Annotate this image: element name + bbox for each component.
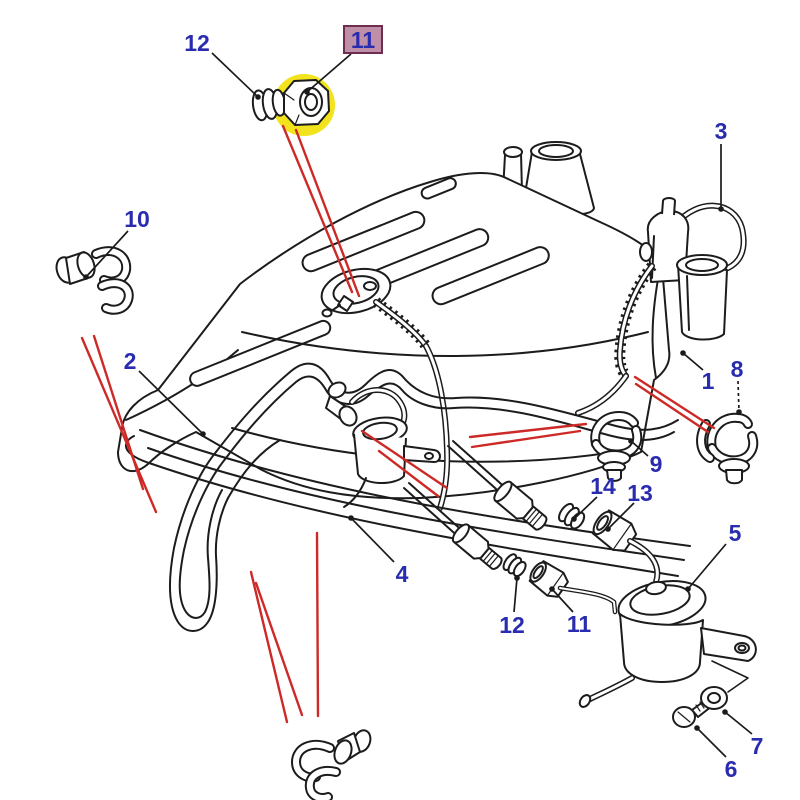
callout-3[interactable]: 3	[715, 118, 728, 144]
leader-line-1	[682, 352, 704, 371]
leader-dot-2	[200, 431, 206, 437]
red-indicator-line	[377, 449, 440, 498]
leader-line-13	[607, 502, 635, 530]
callout-2[interactable]: 2	[124, 348, 137, 374]
leader-dot-12-top	[255, 94, 261, 100]
leader-dot-11-top	[304, 89, 310, 95]
washer	[700, 686, 728, 710]
olive-12	[502, 553, 527, 578]
inline-fuel-pump	[325, 381, 441, 508]
callout-10[interactable]: 10	[124, 206, 150, 232]
red-indicator-line	[360, 429, 449, 490]
callout-12-bottom[interactable]: 12	[499, 612, 525, 638]
olive-14	[558, 502, 586, 530]
leader-dot-6	[694, 725, 700, 731]
callout-6[interactable]: 6	[725, 756, 738, 782]
filter-bracket	[700, 627, 757, 693]
pipe-clip-left	[55, 246, 134, 315]
tank-ribs	[189, 177, 550, 387]
pipe-union-lower	[451, 523, 503, 570]
leader-line-11-bottom	[551, 588, 574, 613]
leader-dot-13	[605, 526, 611, 532]
callout-4[interactable]: 4	[396, 561, 409, 587]
leader-dot-4	[348, 515, 354, 521]
leader-dot-1	[680, 350, 686, 356]
red-indicator-line	[468, 422, 588, 439]
callout-12-top[interactable]: 12	[184, 30, 210, 56]
red-indicator-line	[294, 128, 361, 298]
fuel-filter	[578, 580, 757, 708]
pump-inlet-fittings	[325, 381, 358, 427]
union-nut-11-top[interactable]	[283, 79, 330, 126]
callout-7[interactable]: 7	[751, 733, 764, 759]
leader-line-10	[85, 230, 129, 278]
red-indicator-line	[470, 429, 582, 449]
leader-line-11-top	[306, 53, 352, 93]
leader-dot-14	[571, 516, 577, 522]
leader-dot-8	[736, 409, 742, 415]
pump-loop-hose	[673, 202, 747, 271]
leader-dot-11-bottom	[549, 586, 555, 592]
leader-dot-12-bottom	[514, 575, 520, 581]
leader-dot-9	[628, 438, 634, 444]
highlight-box[interactable]	[343, 25, 383, 54]
fuel-tank	[117, 141, 671, 511]
leader-line-12-bottom	[513, 577, 518, 613]
union-nut-11	[528, 560, 569, 598]
callout-14[interactable]: 14	[590, 473, 616, 499]
leader-lines	[83, 52, 753, 758]
olive-12-top	[251, 88, 287, 122]
red-indicator-line	[80, 336, 158, 514]
filter-inlet-hose	[557, 538, 661, 615]
leader-line-2	[138, 370, 204, 435]
pipe-clip-9	[590, 410, 643, 482]
leader-line-8	[737, 380, 740, 413]
pump-filter-cylinder	[676, 254, 728, 341]
fuel-pump-assembly	[575, 197, 747, 416]
red-indicator-line	[92, 334, 145, 491]
red-indicator-line	[315, 531, 320, 718]
callout-11-top[interactable]: 11	[351, 27, 376, 53]
leader-dot-5	[685, 586, 691, 592]
callout-13[interactable]: 13	[627, 480, 653, 506]
red-indicator-lines	[80, 124, 716, 724]
leader-line-9	[630, 440, 649, 457]
tank-seam	[241, 331, 649, 358]
leader-line-12-top	[211, 52, 259, 98]
red-indicator-line	[634, 382, 710, 434]
pump-canister	[352, 416, 408, 485]
callout-11-bottom[interactable]: 11	[567, 611, 592, 637]
leader-line-6	[696, 727, 727, 758]
pipe-union-upper	[493, 480, 548, 531]
callout-1[interactable]: 1	[702, 368, 715, 394]
leader-dot-10	[83, 274, 89, 280]
red-indicator-line	[254, 581, 304, 717]
filter-outlet-hose	[578, 675, 635, 708]
pipe-clip-8	[696, 412, 759, 485]
vent-elbow-fitting	[321, 295, 354, 318]
sender-hose	[372, 297, 451, 511]
pump-bracket	[403, 445, 441, 463]
leader-line-5	[687, 543, 727, 590]
leader-line-7	[724, 711, 753, 735]
red-indicator-line	[633, 375, 716, 430]
leader-line-4	[350, 517, 395, 563]
callout-8[interactable]: 8	[731, 356, 744, 382]
red-indicator-line	[249, 570, 289, 724]
red-indicator-line	[281, 124, 354, 294]
leader-dot-3	[718, 206, 724, 212]
leader-line-14	[573, 496, 598, 520]
union-nut-13	[591, 509, 638, 552]
corrugated-hose	[575, 262, 657, 416]
pipe-clip-bottom	[290, 729, 372, 800]
leader-dot-7	[722, 709, 728, 715]
callout-9[interactable]: 9	[650, 451, 663, 477]
callout-5[interactable]: 5	[729, 520, 742, 546]
